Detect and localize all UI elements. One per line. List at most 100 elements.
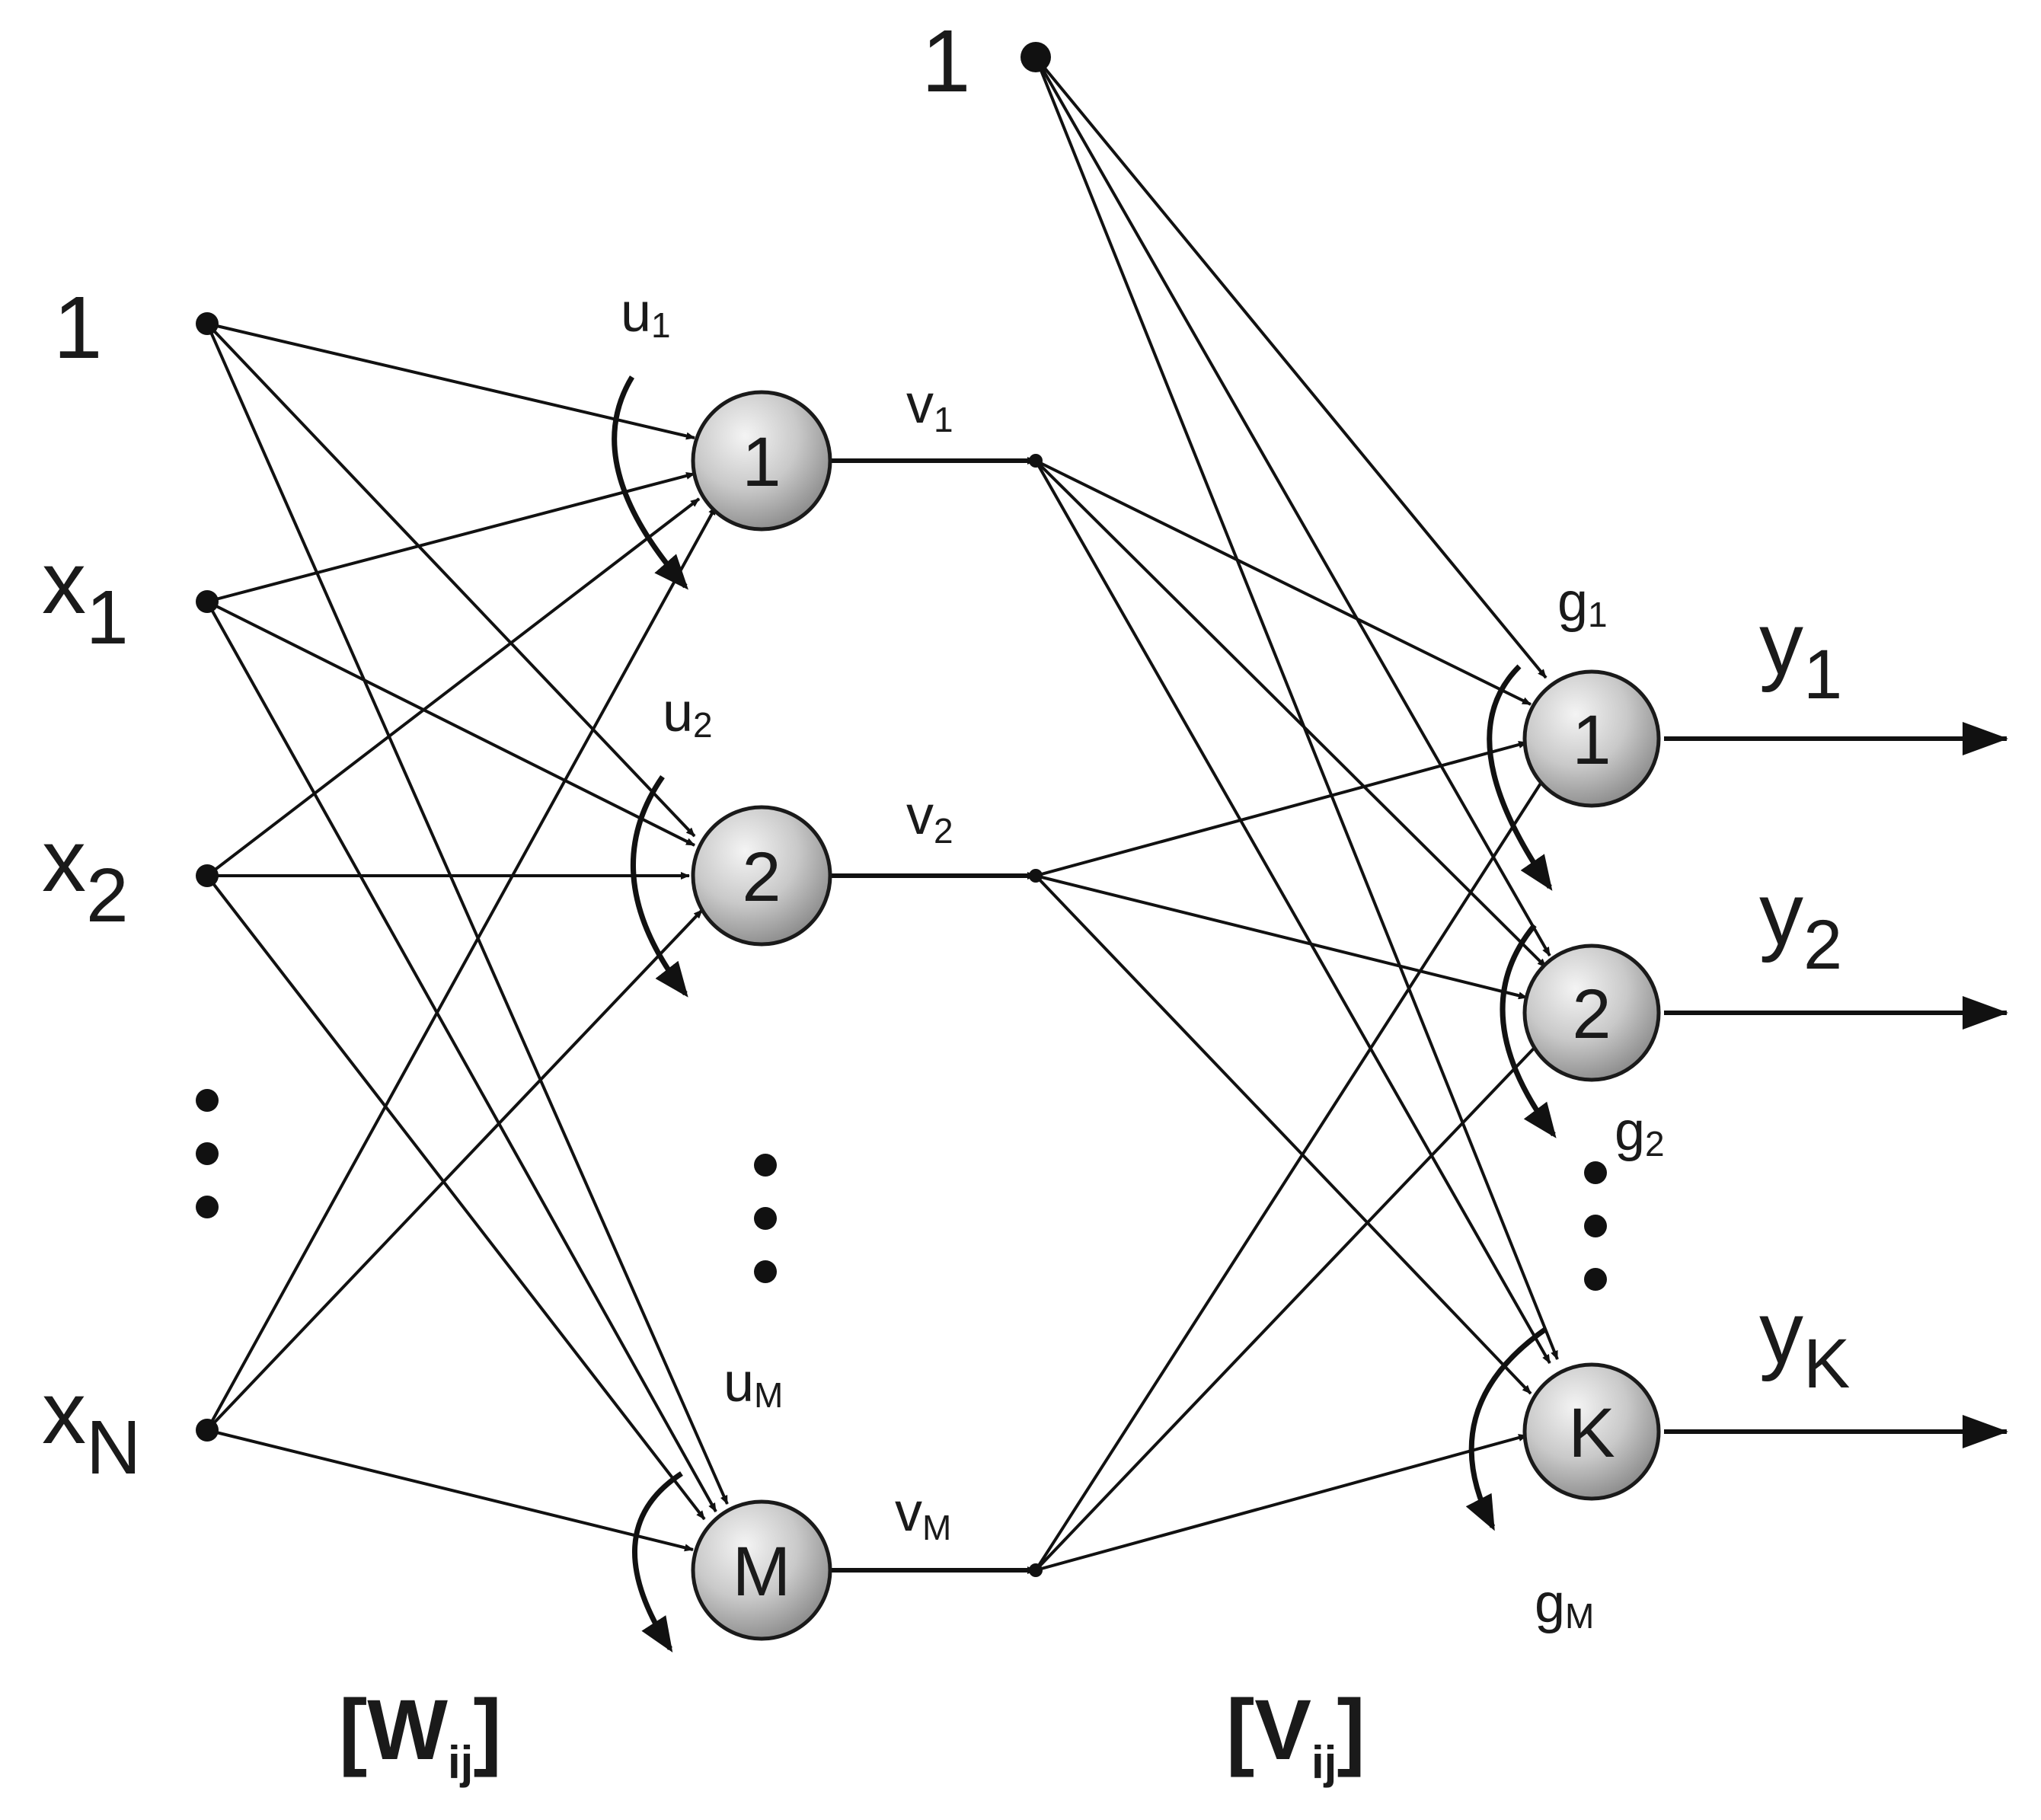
uM-arc [632, 1471, 683, 1653]
edge-v2-o1 [1035, 741, 1528, 877]
matrix-V-base: V [1254, 1682, 1311, 1777]
input-x2-point [196, 864, 219, 887]
input-ellipsis-dot [196, 1089, 219, 1112]
u1-label: u1 [621, 283, 671, 345]
edge-v2-oK [1034, 874, 1532, 1395]
output-node-K [1522, 1362, 1661, 1501]
matrix-labels: [Wij] [Vij] [339, 1682, 1365, 1788]
activation-arcs [612, 375, 1557, 1653]
output-node-2 [1522, 944, 1661, 1082]
input-x1-base: x [42, 533, 86, 632]
y1-base: y [1759, 594, 1803, 693]
output-node-1-label: 1 [1572, 701, 1611, 779]
u1-sub: 1 [651, 305, 671, 345]
edge-v1-oK [1034, 460, 1551, 1364]
edge-hbias-oK [1034, 56, 1559, 1360]
yK-base: y [1759, 1283, 1803, 1382]
hidden-node-M-label: M [733, 1533, 791, 1611]
edge-vM-oK [1035, 1434, 1528, 1572]
uM-base: u [723, 1352, 754, 1413]
vM-label: vM [895, 1482, 951, 1547]
edge-xN-h2 [206, 908, 704, 1432]
matrix-W-sub: ij [448, 1737, 473, 1788]
hidden-bias-point [1021, 42, 1051, 72]
edge-x1-h1 [206, 471, 695, 603]
u2-base: u [663, 682, 693, 743]
gM-base: g [1535, 1573, 1565, 1634]
g1-label: g1 [1557, 572, 1608, 634]
input-x1-label: x1 [42, 533, 129, 660]
matrix-W-open: [ [339, 1682, 367, 1777]
hidden-node-1-label: 1 [742, 423, 781, 501]
input-bias-point [196, 312, 219, 335]
input-xN-label: xN [42, 1363, 141, 1490]
gM-sub: M [1565, 1596, 1594, 1636]
vM-sub: M [922, 1508, 951, 1547]
input-hidden-edges [206, 322, 729, 1552]
u2-arc [630, 775, 688, 998]
edge-bias-h2 [206, 322, 696, 838]
input-x1-point [196, 590, 219, 613]
edge-v1-o1 [1035, 459, 1532, 706]
edge-v1-o2 [1034, 459, 1548, 969]
g2-label: g2 [1615, 1101, 1665, 1164]
g2-sub: 2 [1645, 1124, 1665, 1164]
hidden-node-M [691, 1499, 832, 1641]
input-bias-label: 1 [53, 278, 103, 377]
uM-sub: M [754, 1375, 783, 1415]
input-x2-label: x2 [42, 811, 129, 938]
v1-sub: 1 [934, 400, 953, 439]
y2-base: y [1759, 864, 1803, 963]
gM-label: gM [1535, 1573, 1594, 1636]
input-x2-base: x [42, 811, 86, 910]
matrix-W-label: [Wij] [339, 1682, 502, 1788]
output-ellipsis-dot [1584, 1161, 1607, 1184]
v2-base: v [906, 785, 934, 846]
edge-vM-o1 [1034, 768, 1551, 1572]
g1-sub: 1 [1588, 595, 1608, 634]
g2-arc [1500, 923, 1557, 1138]
output-node-2-label: 2 [1572, 975, 1611, 1053]
matrix-V-open: [ [1226, 1682, 1254, 1777]
g2-base: g [1615, 1101, 1645, 1162]
edge-x1-h2 [206, 600, 695, 847]
v1-base: v [906, 374, 934, 435]
edge-hbias-o1 [1034, 56, 1548, 679]
hidden-ellipsis-dot [754, 1154, 777, 1177]
edge-x2-h1 [206, 497, 701, 877]
hidden-node-2-label: 2 [742, 838, 781, 916]
y2-label: y2 [1759, 864, 1842, 984]
y1-label: y1 [1759, 594, 1842, 714]
edge-bias-h1 [206, 322, 695, 440]
output-node-1 [1522, 669, 1661, 808]
y2-sub: 2 [1803, 906, 1842, 984]
input-layer: 1 x1 x2 xN [42, 278, 219, 1490]
edge-bias-hM [206, 323, 729, 1505]
u1-arc [612, 375, 688, 590]
edge-x1-hM [206, 601, 717, 1512]
input-xN-sub: N [86, 1405, 141, 1490]
vM-junction [1029, 1563, 1043, 1577]
input-x1-sub: 1 [86, 575, 129, 660]
matrix-V-sub: ij [1311, 1737, 1337, 1788]
u2-sub: 2 [693, 705, 713, 745]
edge-xN-h1 [206, 506, 717, 1431]
hidden-node-1 [691, 390, 832, 532]
v2-label: v2 [906, 785, 953, 851]
input-ellipsis-dot [196, 1142, 219, 1165]
hidden-ellipsis-dot [754, 1260, 777, 1283]
input-xN-base: x [42, 1363, 86, 1462]
hidden-layer: 1 1 2 M u1 u2 uM v1 v2 vM [621, 11, 1051, 1641]
matrix-W-base: W [367, 1682, 448, 1777]
edge-v2-o2 [1035, 874, 1528, 1000]
output-arrows [1664, 722, 2008, 1448]
matrix-W-close: ] [473, 1682, 501, 1777]
input-ellipsis-dot [196, 1196, 219, 1218]
matrix-V-label: [Vij] [1226, 1682, 1365, 1788]
yK-sub: K [1803, 1325, 1850, 1403]
uM-label: uM [723, 1352, 783, 1415]
gM-arc [1465, 1327, 1548, 1531]
input-xN-point [196, 1419, 219, 1442]
edge-xN-hM [206, 1429, 694, 1552]
